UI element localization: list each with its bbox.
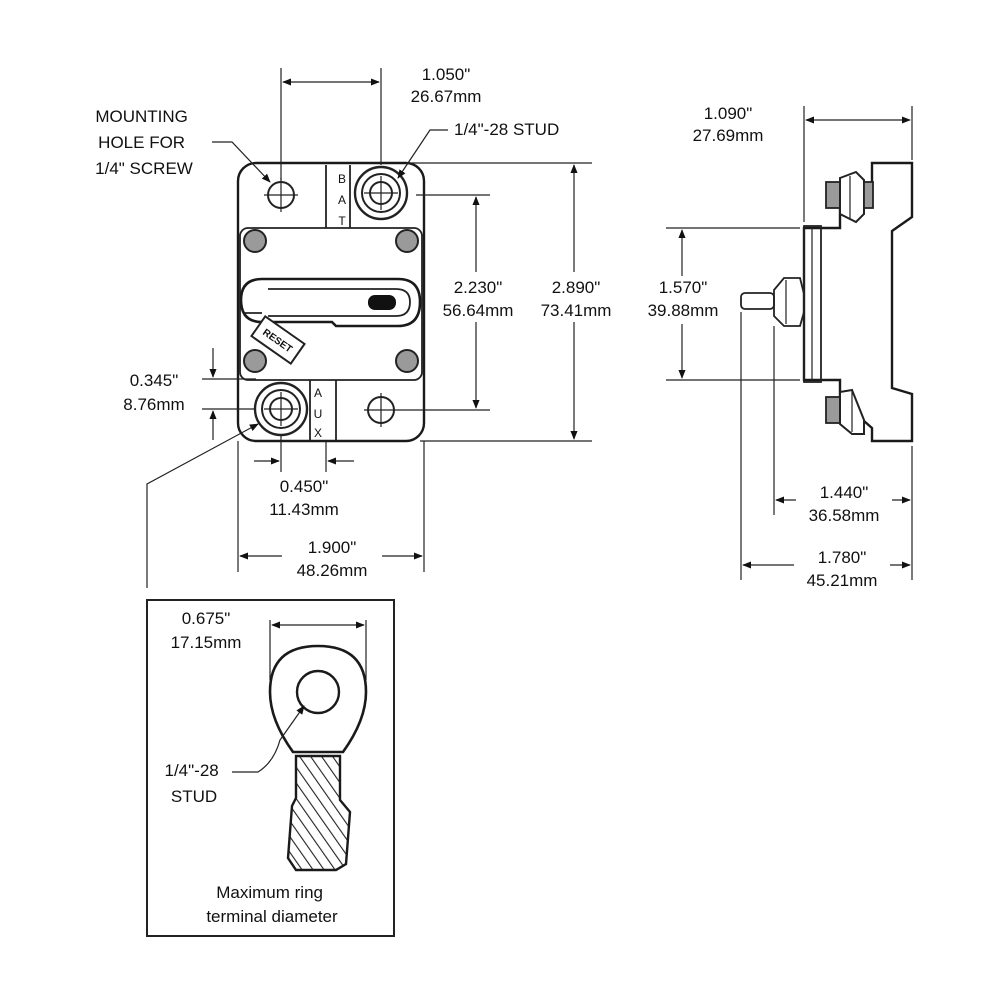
dim-depth-body-inch: 1.440" xyxy=(820,483,869,502)
top-stud-icon xyxy=(825,170,874,224)
lever-boss xyxy=(773,277,805,327)
dim-depth-overall-inch: 1.780" xyxy=(818,548,867,567)
dim-depth-top-inch: 1.090" xyxy=(704,104,753,123)
front-view: B A T A U X RESET xyxy=(95,65,624,588)
dim-height-inner-inch: 2.230" xyxy=(454,278,503,297)
dim-height-overall-inch: 2.890" xyxy=(552,278,601,297)
dim-depth-overall-mm: 45.21mm xyxy=(807,571,878,590)
ring-stud-label: 1/4"-28 STUD xyxy=(165,761,224,806)
dim-height-inner-mm: 56.64mm xyxy=(443,301,514,320)
rivet-icon xyxy=(243,349,267,373)
dim-ring-diameter-mm: 17.15mm xyxy=(171,633,242,652)
ring-hole-icon xyxy=(295,669,341,715)
ring-terminal-inset: 0.675" 17.15mm 1/4"-28 STUD Maximum ring… xyxy=(146,599,395,937)
bat-stud-icon xyxy=(353,165,409,221)
bat-letter-a: A xyxy=(338,193,346,207)
side-view: 1.090" 27.69mm 1.570" 39.88mm 1.440" 36.… xyxy=(636,104,914,592)
breaker-body-outline xyxy=(236,161,426,443)
bat-letter-t: T xyxy=(338,214,346,228)
crimp-barrel xyxy=(286,754,352,872)
dim-stud-offset-x-inch: 0.450" xyxy=(280,477,329,496)
aux-letter-a: A xyxy=(314,386,322,400)
side-body-outline xyxy=(802,161,914,443)
lever-shaft xyxy=(740,292,775,310)
dim-width-inch: 1.900" xyxy=(308,538,357,557)
dim-stud-offset-y-inch: 0.345" xyxy=(130,371,179,390)
rivet-icon xyxy=(243,229,267,253)
aux-letter-u: U xyxy=(314,407,323,421)
aux-stud-icon xyxy=(253,381,309,437)
dim-depth-top-mm: 27.69mm xyxy=(693,126,764,145)
dim-stud-spacing-mm: 26.67mm xyxy=(411,87,482,106)
rivet-icon xyxy=(395,229,419,253)
dim-flange-height-mm: 39.88mm xyxy=(648,301,719,320)
dim-ring-diameter-inch: 0.675" xyxy=(182,609,231,628)
stud-label: 1/4"-28 STUD xyxy=(454,120,559,139)
dim-depth-body-mm: 36.58mm xyxy=(809,506,880,525)
bat-letter-b: B xyxy=(338,172,346,186)
dim-width-mm: 48.26mm xyxy=(297,561,368,580)
rivet-icon xyxy=(395,349,419,373)
dim-stud-offset-x-mm: 11.43mm xyxy=(269,500,339,519)
aux-letter-x: X xyxy=(314,426,322,440)
lever-slot xyxy=(239,277,422,328)
dim-height-overall-mm: 73.41mm xyxy=(541,301,612,320)
dim-stud-offset-y-mm: 8.76mm xyxy=(123,395,184,414)
dim-stud-spacing-inch: 1.050" xyxy=(422,65,471,84)
bottom-stud-icon xyxy=(825,388,865,435)
trip-indicator xyxy=(368,295,396,310)
dim-flange-height-inch: 1.570" xyxy=(659,278,708,297)
mounting-hole-label: MOUNTING HOLE FOR 1/4" SCREW xyxy=(95,107,193,178)
ring-caption: Maximum ring terminal diameter xyxy=(206,883,338,926)
